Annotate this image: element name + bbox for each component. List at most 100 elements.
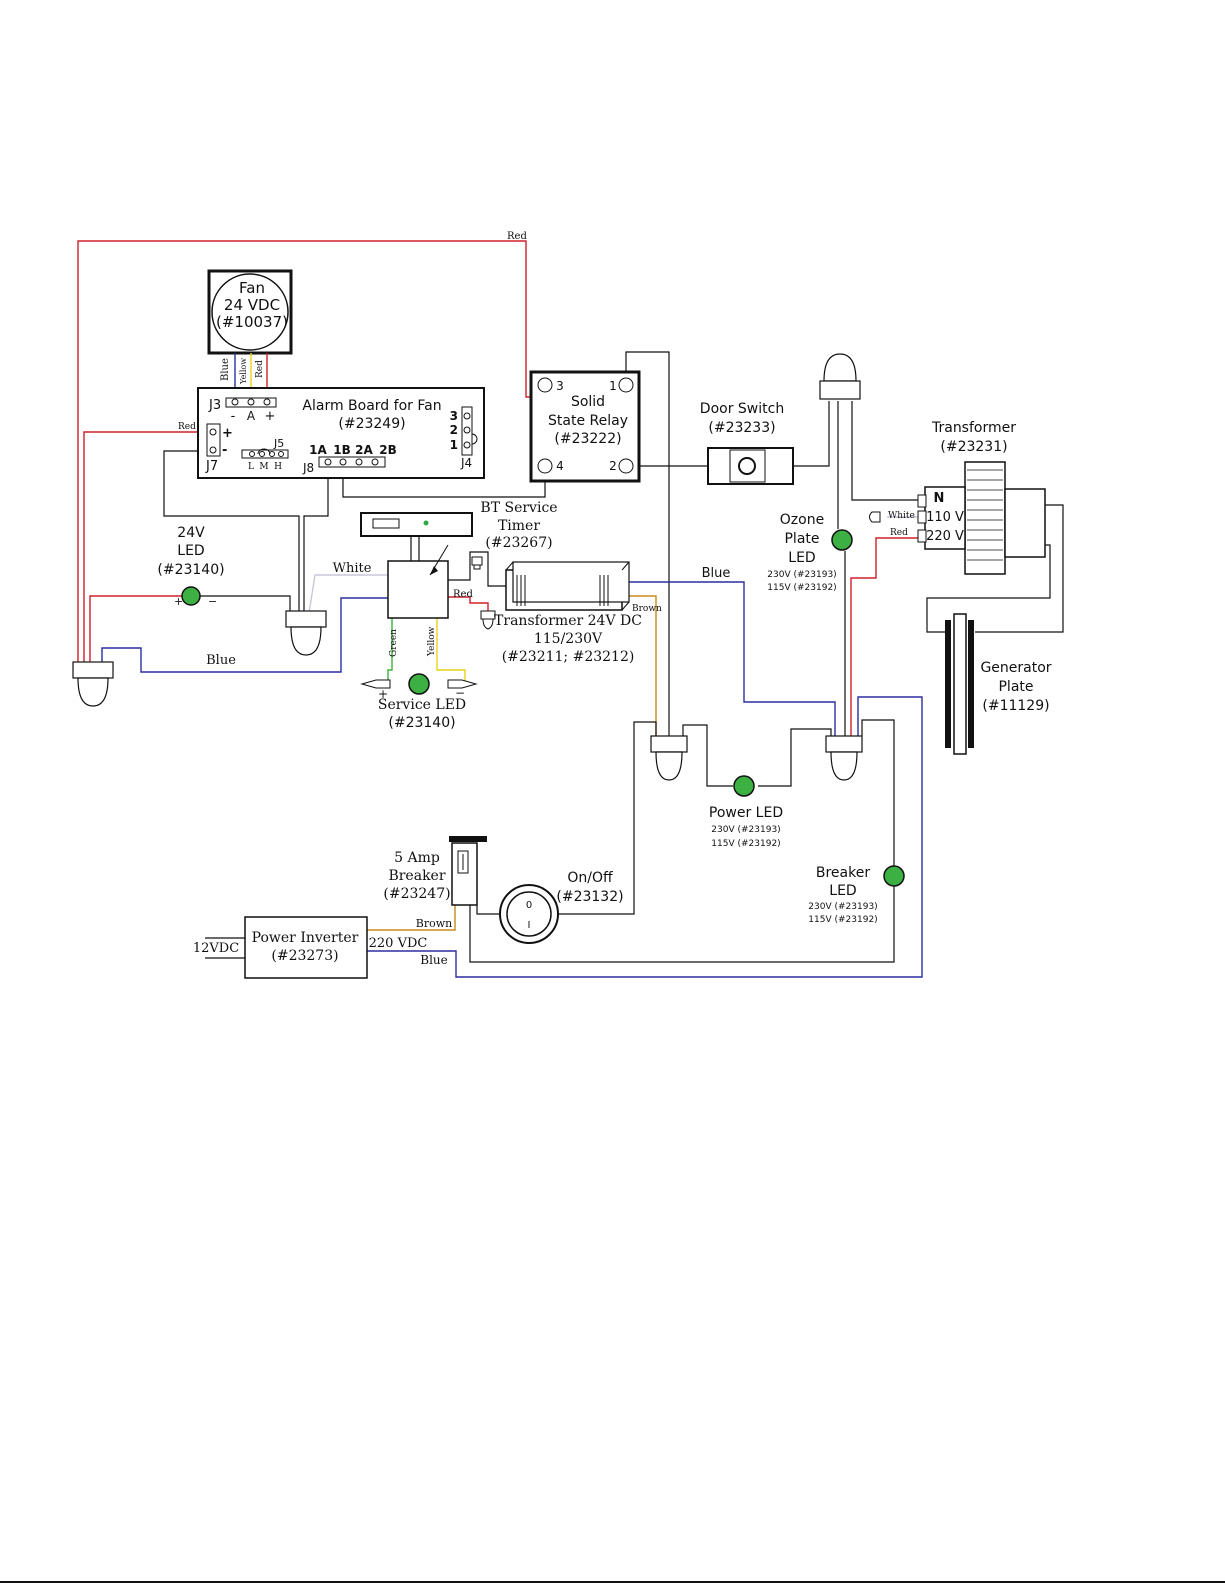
led-24v-label-2: LED bbox=[177, 543, 204, 559]
wire-black-timer-trans bbox=[448, 551, 506, 587]
wire-black-breaker-led bbox=[861, 719, 895, 867]
wire-black-breaker-onoff bbox=[476, 905, 500, 915]
wire-black-top-led bbox=[851, 401, 919, 501]
j7-pin-minus: - bbox=[222, 443, 227, 458]
ssr-pin-3: 3 bbox=[556, 379, 564, 393]
inv-wire-brown-label: Brown bbox=[416, 917, 452, 930]
generator-label-2: Plate bbox=[998, 679, 1033, 695]
on-off-name: On/Off bbox=[567, 870, 613, 886]
wire-red-ozone bbox=[850, 537, 919, 736]
wire-red-timer bbox=[448, 596, 489, 612]
alarm-board-part: (#23249) bbox=[338, 416, 405, 432]
wire-yellow bbox=[436, 618, 466, 684]
breaker-label-2: Breaker bbox=[388, 868, 445, 884]
wire-green-label: Green bbox=[389, 629, 399, 657]
wire-black-j8a bbox=[303, 466, 329, 613]
breaker-label-3: (#23247) bbox=[383, 886, 450, 902]
bt-timer-label-1: BT Service bbox=[480, 500, 557, 516]
breaker-label-1: 5 Amp bbox=[394, 850, 440, 866]
generator-plate: Generator Plate (#11129) bbox=[945, 613, 1052, 755]
generator-label-3: (#11129) bbox=[982, 698, 1049, 714]
led-24v: 24V LED (#23140) + − bbox=[157, 525, 224, 608]
ssr-pin-2: 2 bbox=[609, 459, 617, 473]
power-led-part-230: 230V (#23193) bbox=[711, 825, 780, 835]
fan-label-voltage: 24 VDC bbox=[224, 296, 280, 314]
j8-label: J8 bbox=[302, 461, 314, 475]
power-led-part-115: 115V (#23192) bbox=[711, 839, 780, 849]
left-led-socket bbox=[72, 661, 114, 707]
j7-wire-red-label: Red bbox=[178, 422, 196, 432]
wire-black-ssr1 bbox=[625, 351, 670, 736]
tr-wire-red-label: Red bbox=[890, 528, 908, 538]
alarm-board-name: Alarm Board for Fan bbox=[302, 398, 441, 414]
j8-pin-2b: 2B bbox=[379, 443, 397, 457]
wires bbox=[77, 240, 1064, 978]
breaker-led-part-115: 115V (#23192) bbox=[808, 915, 877, 925]
breaker-led-label-2: LED bbox=[829, 883, 856, 899]
j8-pin-1b: 1B bbox=[333, 443, 351, 457]
wire-black-door-r bbox=[793, 401, 830, 467]
ozone-led-part-115: 115V (#23192) bbox=[767, 583, 836, 593]
timer-wire-red-label: Red bbox=[453, 589, 473, 600]
j4-pin-1: 1 bbox=[450, 438, 458, 452]
transformer-tap-110: 110 V bbox=[926, 510, 964, 525]
on-off-mark-0: 0 bbox=[526, 900, 532, 911]
power-led: Power LED 230V (#23193) 115V (#23192) bbox=[650, 735, 863, 849]
ssr-label-2: State Relay bbox=[548, 413, 628, 429]
ozone-led-part-230: 230V (#23193) bbox=[767, 570, 836, 580]
j5-pin-h: H bbox=[274, 462, 282, 472]
service-led-name: Service LED bbox=[378, 697, 466, 713]
ozone-plate-led: Ozone Plate LED 230V (#23193) 115V (#231… bbox=[767, 512, 853, 593]
j8-pin-1a: 1A bbox=[309, 443, 327, 457]
transformer-24v-label-1: Transformer 24V DC bbox=[494, 613, 642, 629]
wire-black-j7 bbox=[163, 450, 300, 613]
wire-black-breaker-led2 bbox=[469, 886, 895, 963]
wire-blue-mid bbox=[628, 581, 836, 736]
j8-pin-2a: 2A bbox=[355, 443, 373, 457]
bt-timer-label-3: (#23267) bbox=[485, 535, 552, 551]
wire-blue-left-label: Blue bbox=[206, 653, 236, 668]
service-led-plus: + bbox=[378, 687, 388, 701]
on-off-switch: 0 I On/Off (#23132) bbox=[499, 870, 624, 944]
on-off-mark-1: I bbox=[528, 920, 531, 931]
bt-service-timer: BT Service Timer (#23267) Red bbox=[360, 500, 558, 630]
wire-green bbox=[387, 618, 393, 684]
fan-wire-blue-label: Blue bbox=[220, 358, 231, 381]
bt-timer-label-2: Timer bbox=[498, 518, 540, 534]
tr-wire-white-label: White bbox=[888, 511, 915, 521]
wire-white-timer bbox=[308, 574, 388, 614]
wire-blue-mid-label: Blue bbox=[702, 566, 731, 581]
trans-wire-brown-label: Brown bbox=[632, 604, 662, 614]
wire-blue-right bbox=[367, 696, 923, 978]
wire-brown-inv bbox=[367, 905, 456, 931]
generator-label-1: Generator bbox=[980, 660, 1051, 676]
fan-wire-yellow-label: Yellow bbox=[239, 358, 248, 385]
wire-black-onoff bbox=[558, 721, 657, 915]
inv-wire-blue-label: Blue bbox=[420, 953, 448, 967]
j5-pin-m: M bbox=[259, 462, 268, 472]
breaker-led: Breaker LED 230V (#23193) 115V (#23192) bbox=[808, 865, 905, 925]
fan-label-part: (#10037) bbox=[216, 313, 288, 331]
inverter-part: (#23273) bbox=[271, 948, 338, 964]
inverter-output-label: 220 VDC bbox=[369, 936, 428, 951]
door-switch: Door Switch (#23233) bbox=[700, 401, 794, 485]
j3-pin-minus: - bbox=[231, 409, 236, 424]
five-amp-breaker: 5 Amp Breaker (#23247) bbox=[383, 836, 487, 906]
j3-pin-a: A bbox=[247, 409, 256, 423]
service-led-minus: − bbox=[455, 686, 465, 700]
transformer-name: Transformer bbox=[931, 420, 1016, 436]
transformer-tap-n: N bbox=[934, 491, 945, 506]
ssr-label-3: (#23222) bbox=[554, 431, 621, 447]
breaker-led-label-1: Breaker bbox=[816, 865, 870, 881]
ozone-led-label-3: LED bbox=[788, 550, 815, 566]
transformer-24v-label-2: 115/230V bbox=[534, 631, 603, 647]
wire-black-power-led bbox=[682, 724, 733, 787]
ssr-pin-4: 4 bbox=[556, 459, 564, 473]
alarm-board: Alarm Board for Fan (#23249) J3 - A + 3 … bbox=[178, 387, 485, 479]
fan-wire-red-label: Red bbox=[255, 360, 265, 378]
top-led-socket bbox=[819, 353, 861, 400]
ssr-pin-1: 1 bbox=[609, 379, 617, 393]
main-transformer: Transformer (#23231) N 110 V 220 V White… bbox=[869, 420, 1046, 575]
wire-yellow-label: Yellow bbox=[427, 626, 437, 657]
led-24v-minus: − bbox=[208, 595, 217, 608]
